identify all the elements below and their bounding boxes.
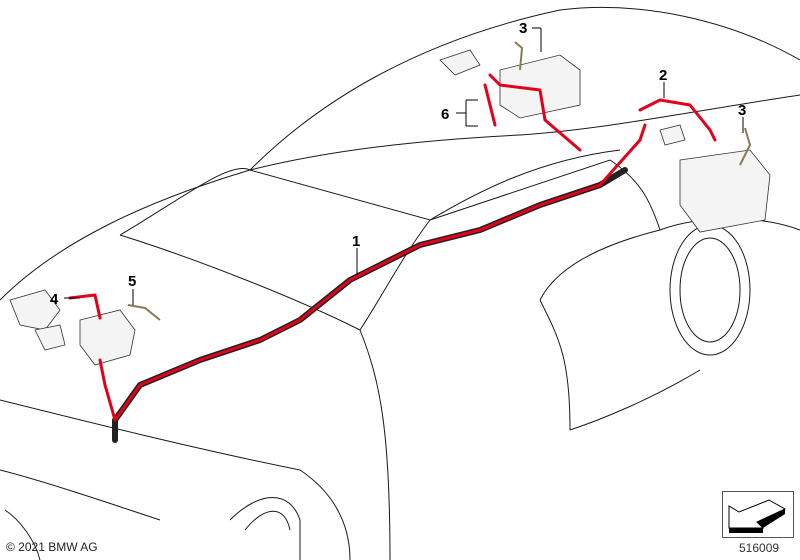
ground-cable-3b	[739, 127, 752, 166]
callout-5[interactable]: 5	[128, 273, 136, 290]
callout-6[interactable]: 6	[441, 106, 449, 123]
arrow-down-left-icon	[728, 499, 787, 533]
callout-4[interactable]: 4	[50, 291, 59, 308]
cable-rear-upper	[488, 73, 582, 152]
cable-plus-front	[68, 293, 102, 320]
cable-6	[483, 83, 497, 127]
callout-3-upper[interactable]: 3	[519, 20, 527, 37]
callout-3-lower[interactable]: 3	[738, 102, 746, 119]
copyright-text: © 2021 BMW AG	[6, 540, 98, 554]
view-navigation-box[interactable]	[722, 491, 794, 538]
front-battery	[9, 289, 136, 366]
rear-battery-upper	[439, 49, 581, 119]
ground-cable-3a	[514, 41, 524, 71]
battery-cable	[98, 123, 647, 422]
ground-cable-5	[127, 304, 161, 321]
image-number: 516009	[739, 541, 780, 555]
leader-lines	[64, 27, 744, 305]
callout-1[interactable]: 1	[352, 233, 360, 250]
callout-2[interactable]: 2	[659, 67, 667, 84]
cable-duct	[112, 167, 628, 443]
cable-2	[638, 98, 717, 142]
rear-battery-lower	[659, 124, 771, 233]
car-outline	[0, 6, 800, 560]
